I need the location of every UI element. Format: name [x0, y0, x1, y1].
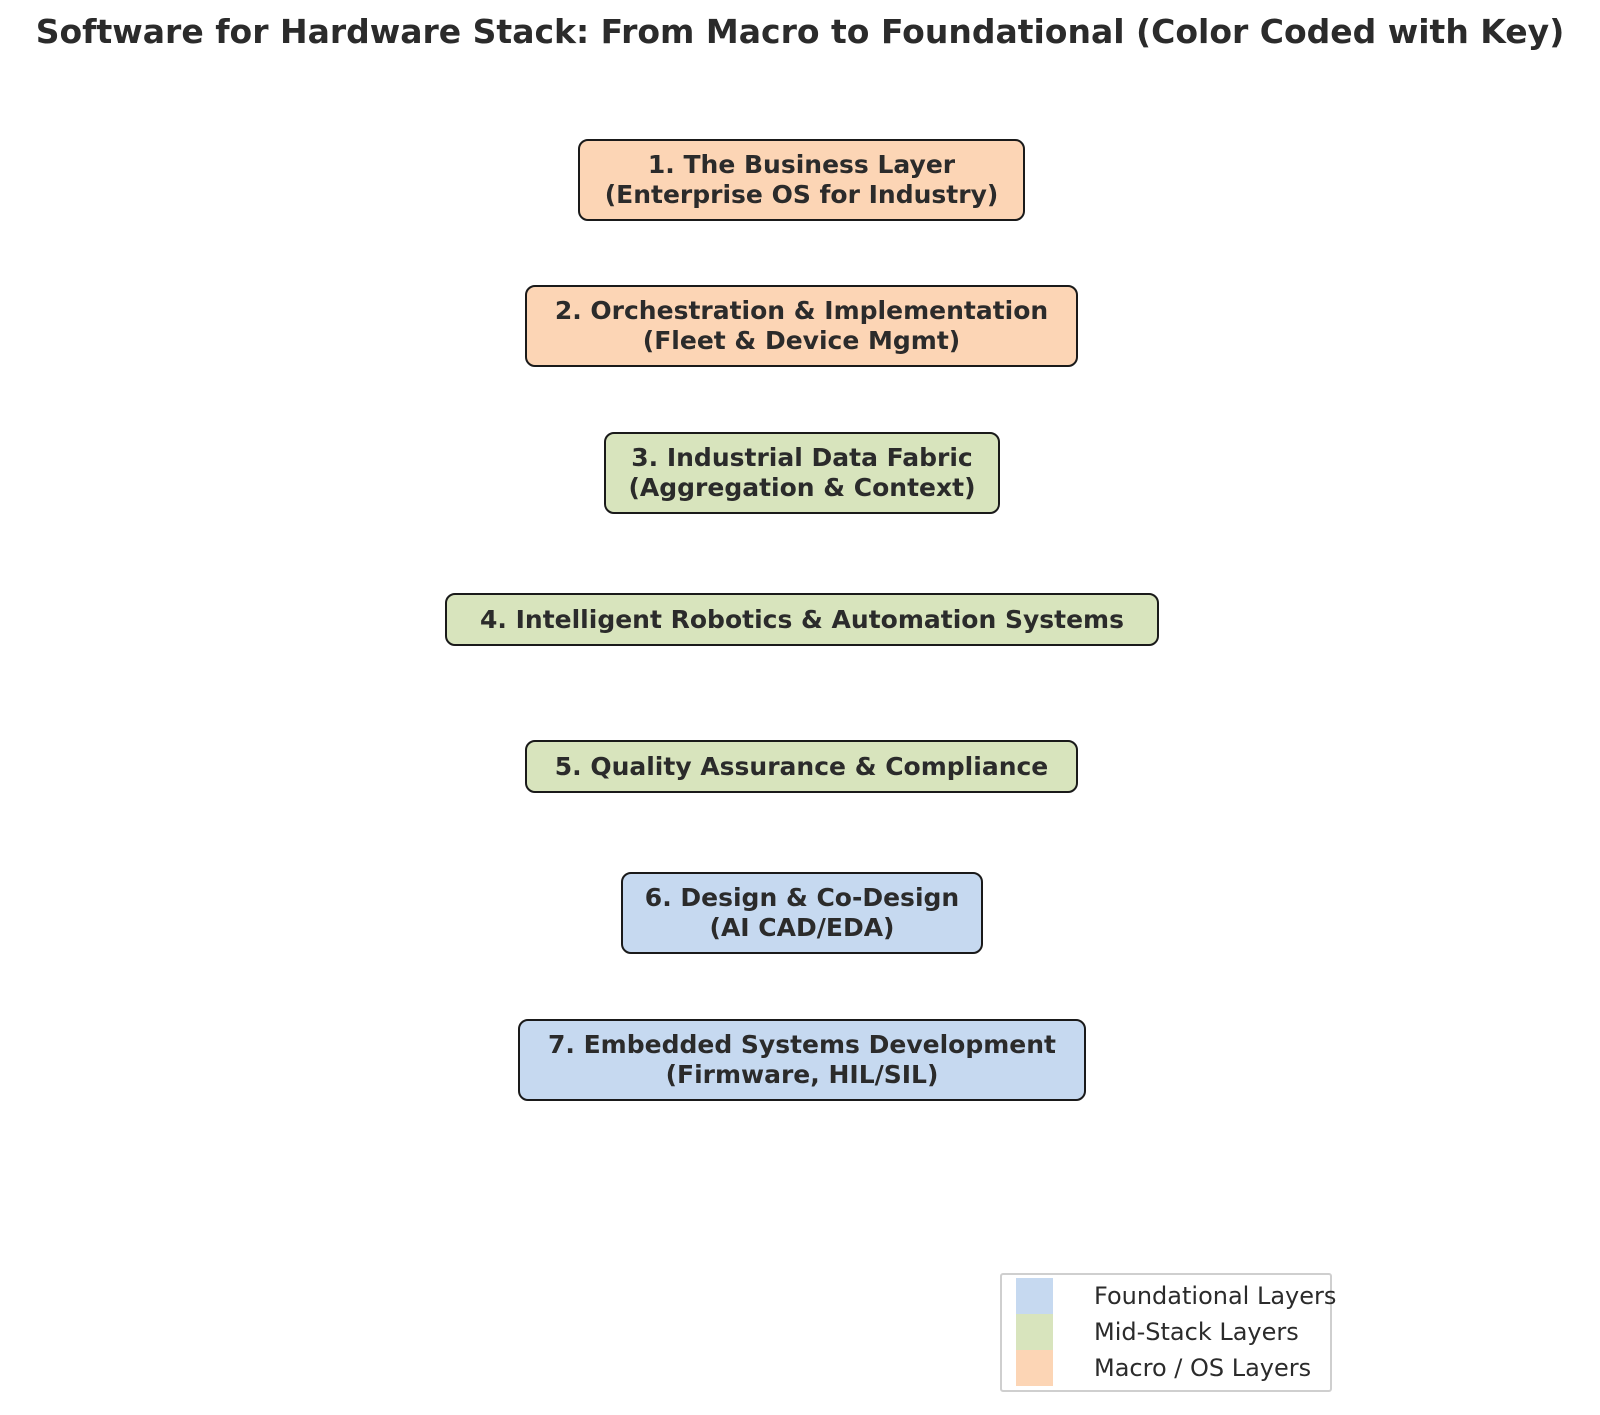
- layer-1-subtitle: (Enterprise OS for Industry): [604, 180, 999, 209]
- layer-box-1: 1. The Business Layer (Enterprise OS for…: [578, 139, 1025, 221]
- legend-label-macro: Macro / OS Layers: [1094, 1354, 1312, 1382]
- layer-3-title: 3. Industrial Data Fabric: [631, 443, 973, 472]
- layer-2-title: 2. Orchestration & Implementation: [554, 296, 1049, 325]
- diagram-title: Software for Hardware Stack: From Macro …: [35, 12, 1565, 51]
- layer-box-2: 2. Orchestration & Implementation (Fleet…: [525, 285, 1078, 367]
- legend-label-mid: Mid-Stack Layers: [1094, 1318, 1299, 1346]
- legend: Foundational Layers Mid-Stack Layers Mac…: [1000, 1273, 1336, 1392]
- layer-box-6: 6. Design & Co-Design (AI CAD/EDA): [621, 872, 983, 954]
- layer-6-title: 6. Design & Co-Design: [644, 883, 960, 912]
- layer-2-subtitle: (Fleet & Device Mgmt): [642, 326, 961, 355]
- layer-7-subtitle: (Firmware, HIL/SIL): [665, 1060, 939, 1089]
- legend-item-mid: Mid-Stack Layers: [1016, 1314, 1326, 1350]
- legend-swatch-mid: [1016, 1314, 1053, 1350]
- legend-item-foundational: Foundational Layers: [1016, 1278, 1336, 1314]
- layer-3-subtitle: (Aggregation & Context): [628, 473, 976, 502]
- legend-swatch-macro: [1016, 1350, 1053, 1386]
- layer-box-4: 4. Intelligent Robotics & Automation Sys…: [445, 593, 1159, 646]
- layer-7-title: 7. Embedded Systems Development: [548, 1030, 1056, 1059]
- layer-box-3: 3. Industrial Data Fabric (Aggregation &…: [604, 432, 1000, 514]
- layer-6-subtitle: (AI CAD/EDA): [709, 913, 895, 942]
- layer-box-5: 5. Quality Assurance & Compliance: [525, 740, 1078, 793]
- legend-item-macro: Macro / OS Layers: [1016, 1350, 1326, 1386]
- layer-4-title: 4. Intelligent Robotics & Automation Sys…: [480, 604, 1124, 634]
- legend-label-foundational: Foundational Layers: [1094, 1282, 1337, 1310]
- layer-1-title: 1. The Business Layer: [647, 150, 956, 179]
- layer-box-7: 7. Embedded Systems Development (Firmwar…: [518, 1019, 1086, 1101]
- layer-5-title: 5. Quality Assurance & Compliance: [554, 751, 1049, 781]
- legend-swatch-foundational: [1016, 1278, 1053, 1314]
